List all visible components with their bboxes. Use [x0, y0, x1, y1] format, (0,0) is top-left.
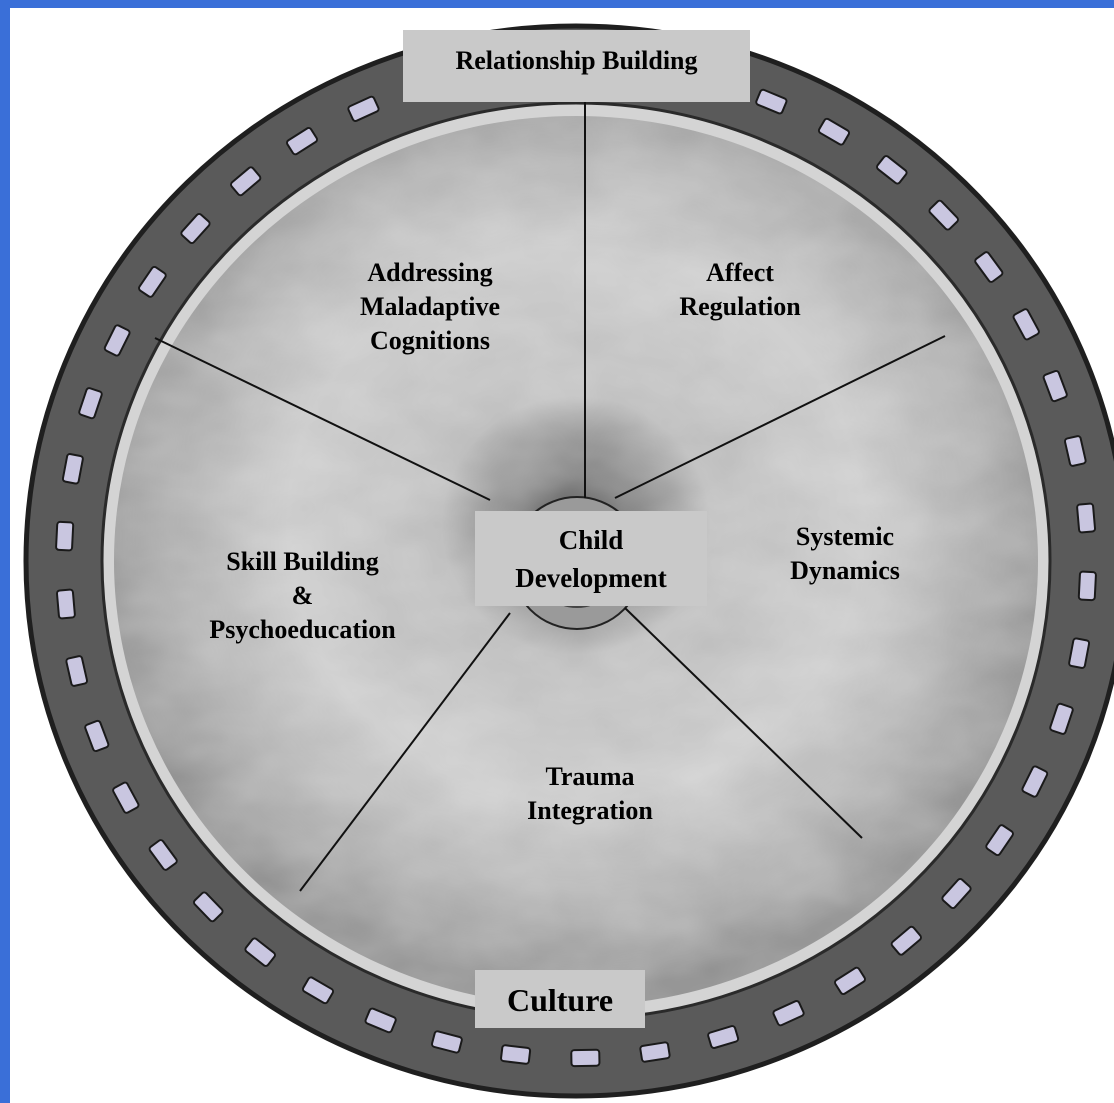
segment-line: Regulation — [679, 291, 801, 321]
hub-line: Development — [515, 563, 667, 593]
tread-mark — [431, 1030, 463, 1054]
segment-line: Affect — [706, 258, 774, 287]
tread-mark — [55, 588, 76, 620]
spoke-lower-right — [624, 607, 863, 839]
diagram-panel: Relationship Building Addressing Maladap… — [10, 8, 1114, 1103]
tread-mark — [817, 117, 851, 146]
tread-mark — [570, 1048, 601, 1068]
spoke-upper-right — [614, 335, 946, 499]
segment-line: Psychoeducation — [209, 614, 396, 644]
tread-mark — [244, 937, 276, 967]
tread-mark — [941, 878, 972, 910]
segment-line: Trauma — [545, 762, 635, 791]
tread-mark — [772, 1000, 805, 1027]
child-development-hub-label: Child Development — [475, 511, 707, 606]
relationship-building-label: Relationship Building — [403, 30, 750, 102]
culture-label: Culture — [475, 970, 645, 1028]
segment-trauma-label: Trauma Integration — [470, 760, 710, 828]
tread-mark — [1077, 570, 1097, 602]
tread-mark — [755, 88, 788, 115]
spoke-upper-left — [154, 337, 491, 501]
tread-mark — [84, 719, 110, 753]
tread-marks — [55, 54, 1097, 1068]
tread-mark — [928, 199, 959, 231]
segment-line: & — [291, 580, 314, 610]
tread-mark — [347, 95, 380, 122]
tread-mark — [230, 166, 262, 197]
tread-mark — [707, 1025, 740, 1049]
tread-mark — [286, 127, 318, 156]
segment-skill-label: Skill Building & Psychoeducation — [170, 545, 435, 646]
tread-mark — [876, 155, 908, 185]
tread-mark — [180, 212, 211, 244]
tread-mark — [103, 324, 131, 357]
tread-mark — [55, 520, 75, 552]
segment-cognitions-label: Addressing Maladaptive Cognitions — [300, 256, 560, 357]
segment-line: Dynamics — [790, 555, 900, 585]
tread-mark — [1076, 502, 1097, 534]
hub-line: Child — [558, 525, 624, 555]
tread-mark — [985, 824, 1014, 857]
segment-line: Skill Building — [226, 547, 379, 576]
tread-mark — [148, 839, 178, 871]
tread-mark — [138, 265, 167, 298]
tread-mark — [61, 453, 84, 485]
segment-line: Addressing — [367, 258, 493, 287]
tread-mark — [834, 966, 866, 995]
tread-mark — [78, 387, 103, 420]
tread-mark — [1068, 637, 1091, 669]
tread-mark — [1063, 435, 1087, 467]
tread-mark — [639, 1041, 671, 1063]
segment-line: Systemic — [795, 522, 895, 551]
tread-mark — [974, 251, 1004, 283]
segment-affect-label: Affect Regulation — [620, 256, 860, 324]
tread-mark — [112, 781, 140, 814]
segment-line: Integration — [527, 795, 653, 825]
tread-mark — [500, 1044, 532, 1065]
tread-mark — [193, 891, 224, 923]
tread-mark — [890, 925, 922, 956]
tread-mark — [301, 976, 335, 1005]
spoke-lower-left — [299, 612, 511, 892]
tread-mark — [65, 655, 89, 687]
tread-mark — [364, 1007, 397, 1034]
segment-line: Maladaptive — [359, 291, 501, 321]
segment-line: Cognitions — [370, 325, 490, 355]
segment-systemic-label: Systemic Dynamics — [750, 520, 940, 588]
tread-mark — [1049, 702, 1074, 735]
tread-mark — [1042, 369, 1068, 403]
tread-mark — [1012, 308, 1040, 341]
tread-mark — [1021, 765, 1049, 798]
